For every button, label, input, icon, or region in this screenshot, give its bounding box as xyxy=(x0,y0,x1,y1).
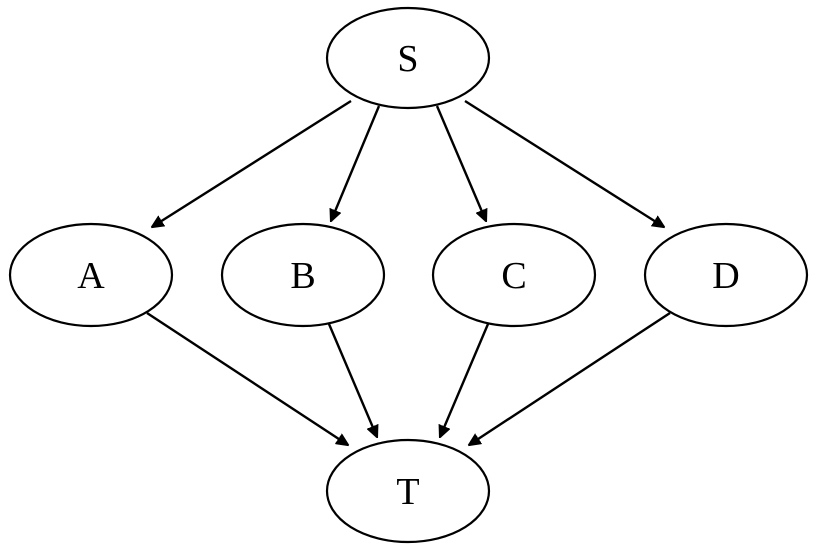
edge-d-t[interactable] xyxy=(469,311,671,445)
edge-a-t[interactable] xyxy=(146,311,348,445)
edge-s-a[interactable] xyxy=(152,99,352,227)
node-b-ellipse[interactable] xyxy=(220,222,386,328)
node-c-label: C xyxy=(501,255,526,297)
node-a-ellipse[interactable] xyxy=(8,222,174,328)
edge-b-t[interactable] xyxy=(327,323,377,437)
edge-s-c[interactable] xyxy=(435,105,486,221)
edge-s-b[interactable] xyxy=(331,105,381,221)
node-b[interactable]: B xyxy=(220,222,386,328)
node-a[interactable]: A xyxy=(8,222,174,328)
node-d[interactable]: D xyxy=(643,222,809,328)
node-c-ellipse[interactable] xyxy=(431,222,597,328)
node-a-label: A xyxy=(77,255,105,297)
node-t-label: T xyxy=(396,471,419,513)
edge-s-d[interactable] xyxy=(464,99,664,227)
node-c[interactable]: C xyxy=(431,222,597,328)
node-t-ellipse[interactable] xyxy=(325,438,491,544)
node-s-ellipse[interactable] xyxy=(325,6,491,110)
node-t[interactable]: T xyxy=(325,438,491,544)
edges-layer xyxy=(146,99,671,445)
nodes-layer: S A B C D T xyxy=(8,6,809,544)
node-d-label: D xyxy=(712,255,739,297)
edge-c-t[interactable] xyxy=(440,323,490,437)
node-s-label: S xyxy=(397,38,418,80)
node-s[interactable]: S xyxy=(325,6,491,110)
node-d-ellipse[interactable] xyxy=(643,222,809,328)
node-b-label: B xyxy=(290,255,315,297)
